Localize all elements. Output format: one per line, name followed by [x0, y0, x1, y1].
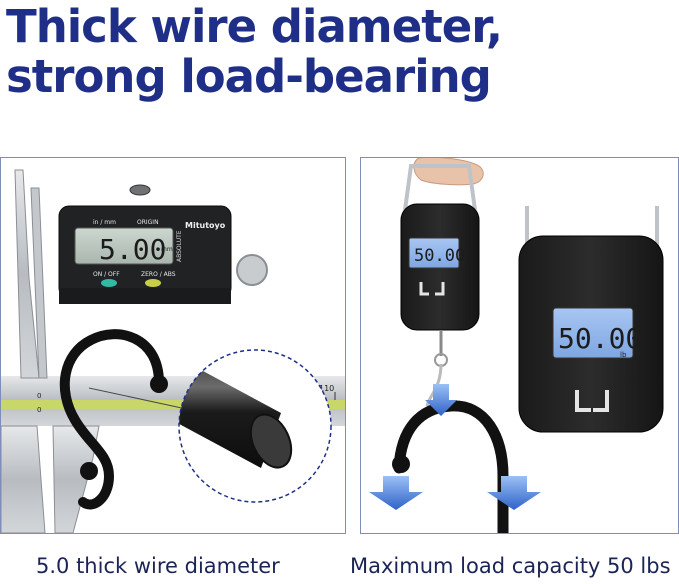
scale-illustration: 50.00 50.00 lb	[369, 158, 664, 533]
headline-line-2: strong load-bearing	[6, 50, 492, 103]
caption-left: 5.0 thick wire diameter	[36, 554, 280, 578]
large-scale-lcd	[552, 307, 634, 359]
caliper-lock-knob	[236, 254, 268, 286]
on-off-button	[101, 279, 117, 287]
caption-right: Maximum load capacity 50 lbs	[350, 554, 671, 578]
caliper-brand: Mitutoyo	[185, 221, 226, 230]
caliper-upper-jaw-slide	[30, 187, 48, 379]
caliper-lcd	[74, 227, 174, 265]
black-hook	[393, 400, 509, 533]
caliper-unit: mm	[161, 246, 173, 253]
caliper-scale-strip	[1, 400, 345, 409]
large-scale-reading: 50.00	[558, 322, 642, 355]
caliper-photo: 80 90 100 110 0 0 3 in / mm ORIGIN Mitut…	[0, 157, 346, 534]
s-hook-end-top	[150, 375, 168, 393]
caliper-lower-jaw-fixed	[1, 425, 46, 533]
scale-small-0a: 0	[37, 392, 41, 400]
zoom-pointer-line	[88, 387, 192, 411]
small-scale-logo	[419, 282, 445, 296]
caliper-illustration: 80 90 100 110 0 0 3 in / mm ORIGIN Mitut…	[1, 169, 345, 533]
scale-tick-110: 110	[319, 384, 334, 393]
scale-photo: 50.00 50.00 lb	[360, 157, 679, 534]
small-scale-handle	[403, 164, 477, 211]
large-scale-logo	[575, 390, 609, 412]
zero-abs-button	[145, 279, 161, 287]
label-absolute: ABSOLUTE	[176, 230, 183, 262]
s-hook-end-bottom	[80, 462, 98, 480]
down-arrow-left	[369, 476, 423, 510]
headline-line-1: Thick wire diameter,	[6, 0, 503, 53]
scale-small-0b: 0	[37, 406, 41, 414]
caliper-lower-jaw-slide	[52, 425, 100, 533]
label-on-off: ON / OFF	[93, 271, 120, 278]
down-arrow-right	[487, 476, 541, 510]
small-scale-lcd	[408, 237, 460, 269]
label-in-mm: in / mm	[93, 219, 116, 226]
caliper-reading: 5.00	[99, 233, 166, 266]
s-hook	[59, 329, 164, 510]
zoom-rod	[179, 350, 293, 469]
black-hook-end	[392, 455, 410, 473]
down-arrow-center	[425, 384, 457, 416]
label-zero-abs: ZERO / ABS	[141, 271, 176, 278]
zoom-circle-border	[178, 349, 332, 503]
headline: Thick wire diameter, strong load-bearing	[6, 0, 503, 103]
caliper-body-lower	[59, 288, 231, 304]
small-scale-reading: 50.00	[414, 246, 465, 266]
caliper-upper-jaw-fixed	[14, 169, 40, 379]
caliper-thumb-wheel	[129, 184, 151, 196]
large-scale-unit: lb	[620, 351, 627, 359]
label-origin: ORIGIN	[137, 219, 159, 226]
